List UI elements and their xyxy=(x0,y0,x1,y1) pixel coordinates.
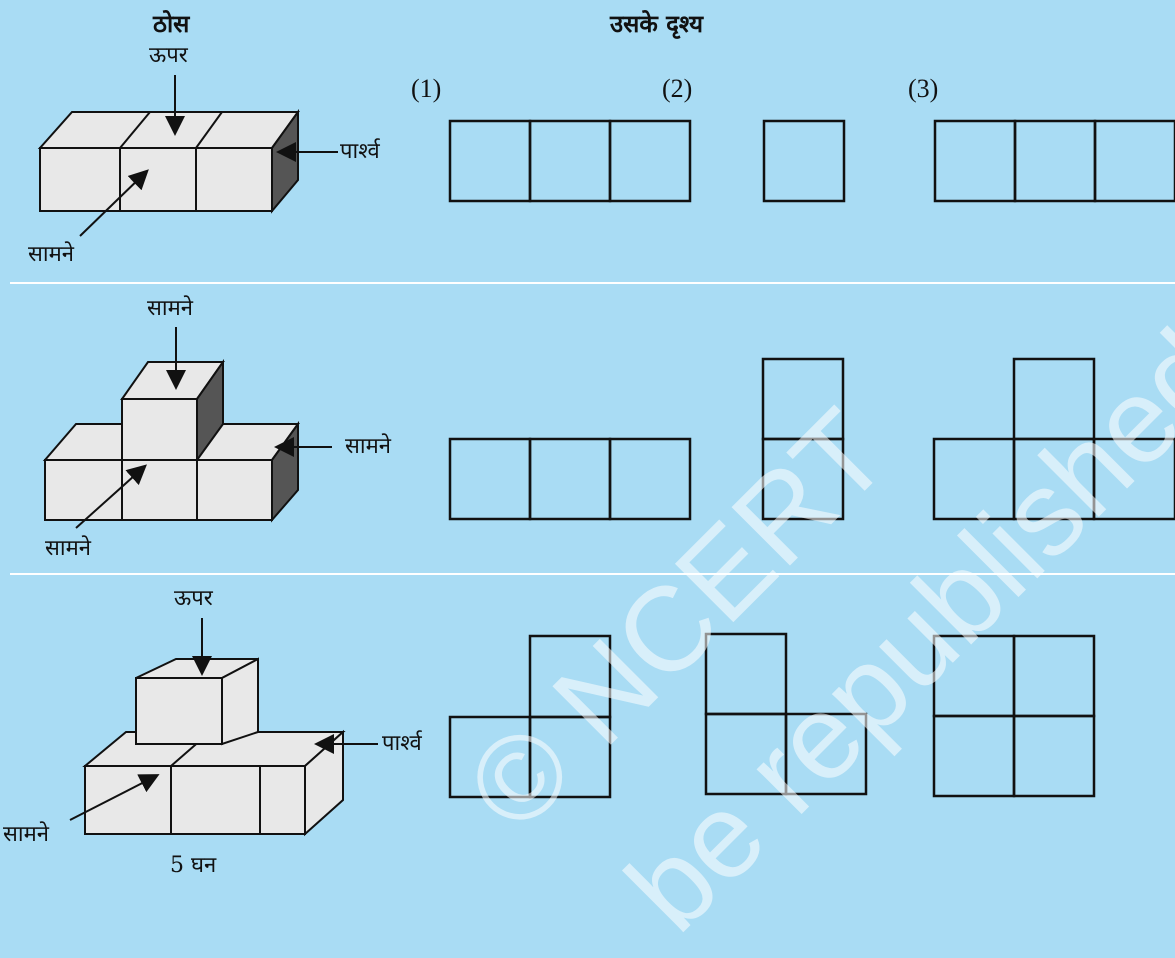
row3-front-label: सामने xyxy=(3,822,49,847)
row3-side-label: पार्श्व xyxy=(382,731,422,756)
solid-row-3 xyxy=(82,657,346,837)
solid-row-2 xyxy=(42,358,300,523)
header-views: उसके दृश्य xyxy=(610,9,704,38)
arrows-row-2 xyxy=(75,327,332,529)
row1-top-label: ऊपर xyxy=(149,43,188,68)
header-solid: ठोस xyxy=(153,9,190,38)
row1-side-label: पार्श्व xyxy=(340,139,380,164)
views-row-1 xyxy=(448,119,1175,203)
row2-top-label: सामने xyxy=(147,296,193,321)
row3-top-label: ऊपर xyxy=(174,586,213,611)
view-number-1: (1) xyxy=(411,74,442,103)
view-number-3: (3) xyxy=(908,74,939,103)
solids-views-diagram xyxy=(10,75,1175,837)
row3-caption: 5 घन xyxy=(170,853,217,878)
row1-front-label: सामने xyxy=(28,242,74,267)
view-number-2: (2) xyxy=(662,74,693,103)
views-row-2 xyxy=(448,357,1175,521)
solid-row-1 xyxy=(37,108,300,214)
views-row-3 xyxy=(448,632,1096,799)
arrows-row-3 xyxy=(69,618,378,821)
row2-side-label: सामने xyxy=(345,434,391,459)
arrows-row-1 xyxy=(79,75,338,237)
row2-front-label: सामने xyxy=(45,536,91,561)
